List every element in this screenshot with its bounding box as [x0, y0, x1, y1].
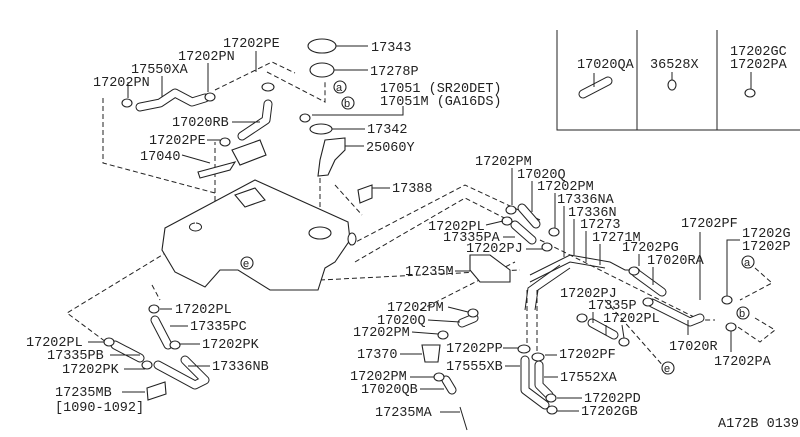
- hoses-top-left: [121, 51, 275, 141]
- inset-labels: 17020QA 36528X 17202GC 17202PA: [577, 45, 788, 73]
- hose-17020QA-part: [578, 73, 613, 99]
- leader-lines: [88, 168, 740, 413]
- part-label: 17202G: [742, 227, 791, 242]
- ref-letter: b: [344, 98, 350, 110]
- part-label: [1090-1092]: [55, 401, 144, 416]
- sender-25060Y-part: [317, 137, 346, 177]
- part-label: 17202PD: [584, 392, 641, 407]
- part-label: 17343: [371, 41, 412, 56]
- part-label: 17273: [580, 218, 621, 233]
- part-label: 17555XB: [446, 360, 503, 375]
- clamps: [103, 205, 737, 415]
- part-label: 17202P: [742, 240, 791, 255]
- part-label: 17202PE: [149, 134, 206, 149]
- part-label: 17202PA: [730, 58, 788, 73]
- ref-letter: a: [744, 257, 751, 269]
- part-label: 17336N: [568, 206, 617, 221]
- part-label: 17202GC: [730, 45, 787, 60]
- gasket-17342-part: [309, 123, 333, 135]
- part-label: 17202PM: [353, 326, 410, 341]
- part-label: 17388: [392, 182, 433, 197]
- fuel-pump-17040-part: [231, 139, 267, 166]
- part-label: 17335P: [588, 299, 637, 314]
- ref-letter: e: [664, 363, 670, 375]
- ref-letter: e: [243, 258, 249, 270]
- part-label: 17550XA: [131, 63, 189, 78]
- part-label: 17202PM: [387, 301, 444, 316]
- part-label: 17202PF: [681, 217, 738, 232]
- part-label: 17202PL: [175, 303, 232, 318]
- part-label: 17202PA: [714, 355, 772, 370]
- part-label: 17202GB: [581, 405, 638, 420]
- part-label: 17051M (GA16DS): [380, 95, 502, 110]
- canister-17370-part: [421, 344, 441, 363]
- part-label: 17202PL: [428, 220, 485, 235]
- part-label: 17271M: [592, 231, 641, 246]
- part-label: 17202PF: [559, 348, 616, 363]
- part-label: 17342: [367, 123, 408, 138]
- part-label: 17202PN: [178, 50, 235, 65]
- part-label: 17335PB: [47, 349, 104, 364]
- inset-box: [556, 30, 800, 131]
- part-label: 17552XA: [560, 371, 618, 386]
- small-hoses: [110, 203, 705, 410]
- connector-17235MA-part: [459, 406, 468, 431]
- part-label: 17335PC: [190, 320, 247, 335]
- part-label: 17202PM: [350, 370, 407, 385]
- part-label: 17202PK: [202, 338, 260, 353]
- part-label: 17336NA: [557, 193, 615, 208]
- part-label: 17040: [140, 150, 181, 165]
- part-label: 17020Q: [517, 168, 566, 183]
- part-label: 17020RA: [647, 254, 705, 269]
- part-label: 17202PG: [622, 241, 679, 256]
- tubes-right: [103, 203, 737, 431]
- part-label: 17202PL: [26, 336, 83, 351]
- ref-letter: b: [739, 308, 745, 320]
- part-label: 17235M: [405, 265, 454, 280]
- part-label: 17278P: [370, 65, 419, 80]
- drawing-number: A172B 0139: [718, 417, 799, 432]
- ref-letter: a: [336, 82, 343, 94]
- fuel-tank-part: [161, 179, 357, 291]
- part-label: 17370: [357, 348, 398, 363]
- part-label: 17020QB: [361, 383, 418, 398]
- clip-17235MB-part: [146, 381, 167, 401]
- part-label: 17336NB: [212, 360, 269, 375]
- part-label: 17202PJ: [466, 242, 523, 257]
- part-label: 17202PK: [62, 363, 120, 378]
- part-label: 17020R: [669, 340, 718, 355]
- reference-letters: a b e a b e: [240, 80, 755, 375]
- part-label: 17202PM: [475, 155, 532, 170]
- part-label: 17235MB: [55, 386, 112, 401]
- part-label: 36528X: [650, 58, 699, 73]
- part-label: 17202PL: [603, 312, 660, 327]
- part-labels: 17202PE 17202PN 17550XA 17202PN 17343 17…: [26, 37, 791, 421]
- part-label: 17020Q: [377, 314, 426, 329]
- part-label: 17202PN: [93, 76, 150, 91]
- lock-ring-17343-part: [307, 38, 337, 54]
- part-label: 17235MA: [375, 406, 433, 421]
- part-label: 17335PA: [443, 231, 501, 246]
- part-label: 25060Y: [366, 141, 415, 156]
- grommet-36528X-part: [667, 72, 677, 91]
- part-label: 17020RB: [172, 116, 229, 131]
- part-label: 17202PM: [537, 180, 594, 195]
- part-label: 17051 (SR20DET): [380, 82, 502, 97]
- part-label: 17202PJ: [560, 287, 617, 302]
- part-label: 17202PP: [446, 342, 503, 357]
- part-label: 17202PE: [223, 37, 280, 52]
- clamp-17202GC-part: [744, 72, 756, 98]
- bracket-17388-part: [357, 184, 373, 204]
- part-label: 17020QA: [577, 58, 635, 73]
- pump-assembly-parts: [181, 38, 404, 204]
